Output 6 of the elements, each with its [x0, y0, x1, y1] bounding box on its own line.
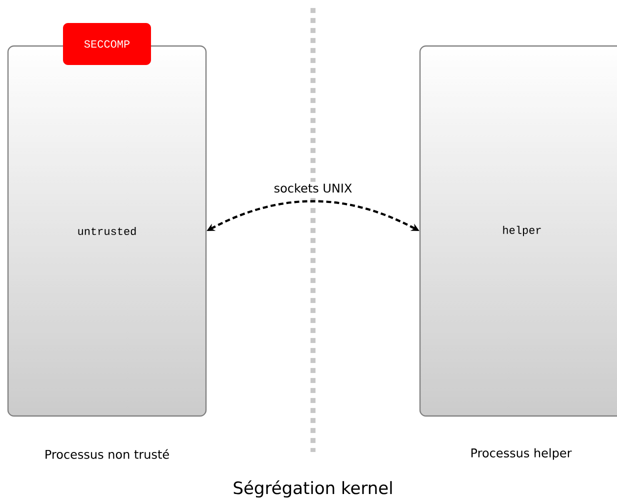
process-box: helper — [419, 45, 617, 417]
edge-label: sockets UNIX — [274, 183, 352, 193]
process-caption: Processus non trusté — [46, 449, 169, 459]
badge: SECCOMP — [63, 23, 151, 65]
process-caption: Processus helper — [471, 448, 572, 460]
caption: Ségrégation kernel — [234, 480, 392, 498]
